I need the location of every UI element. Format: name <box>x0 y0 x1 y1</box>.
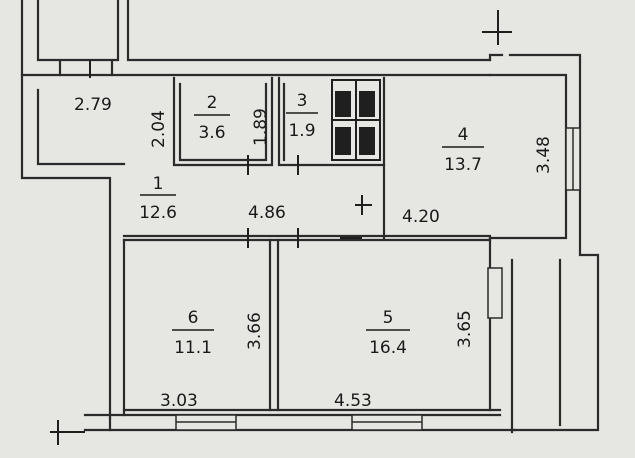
room6-left-wall <box>108 238 126 432</box>
dim-4-20: 4.20 <box>402 207 440 227</box>
room-2-number: 2 <box>207 93 218 113</box>
dim-3-48: 3.48 <box>534 136 554 174</box>
balcony-walls <box>20 0 492 77</box>
hall-wall <box>122 234 492 242</box>
room-5-area: 16.4 <box>369 338 407 358</box>
room-3-number: 3 <box>297 91 308 111</box>
bottom-wall <box>83 413 517 432</box>
room-6-area: 11.1 <box>174 338 212 358</box>
room3-walls <box>277 76 386 167</box>
room-2-area: 3.6 <box>198 123 225 143</box>
room2-walls <box>172 76 274 167</box>
dim-2-79: 2.79 <box>74 95 112 115</box>
room5-right-walls <box>488 236 562 434</box>
room6-room5-partition <box>268 238 280 412</box>
dim-1-89: 1.89 <box>251 108 271 146</box>
window-right <box>487 267 503 319</box>
dim-3-65: 3.65 <box>455 310 475 348</box>
room-1-area: 12.6 <box>139 203 177 223</box>
windows <box>175 127 581 431</box>
room-1-number: 1 <box>153 174 164 194</box>
walls <box>20 0 600 434</box>
dim-3-66: 3.66 <box>245 312 265 350</box>
room-3-area: 1.9 <box>288 121 315 141</box>
dim-4-86: 4.86 <box>248 203 286 223</box>
room-5-number: 5 <box>383 308 394 328</box>
dimension-labels: 2.79 2.04 1.89 4.86 4.20 3.48 3.66 3.65 … <box>74 95 554 411</box>
dimension-ticks <box>50 10 512 445</box>
room-6-number: 6 <box>188 308 199 328</box>
room-labels: 1 12.6 2 3.6 3 1.9 4 13.7 5 16.4 6 11.1 <box>139 91 484 358</box>
kitchen-cabinets <box>331 79 381 161</box>
room-4-area: 13.7 <box>444 155 482 175</box>
dim-4-53: 4.53 <box>334 391 372 411</box>
right-outer-wall <box>488 53 600 432</box>
dim-3-03: 3.03 <box>160 391 198 411</box>
left-outer-wall <box>20 73 492 420</box>
room-4-number: 4 <box>458 125 469 145</box>
dim-2-04: 2.04 <box>149 110 169 148</box>
